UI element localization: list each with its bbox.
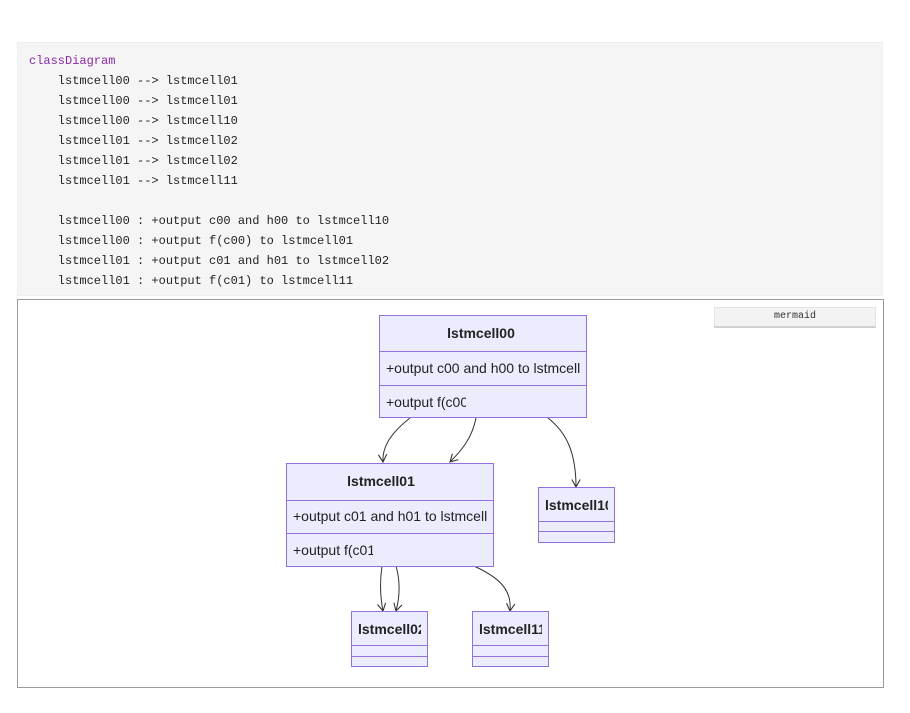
code-line: lstmcell01 --> lstmcell02 bbox=[29, 134, 238, 148]
code-line: lstmcell00 --> lstmcell01 bbox=[29, 74, 238, 88]
class-member: +output f(c00) to lstmcell01 bbox=[386, 394, 466, 410]
mermaid-badge[interactable]: mermaid bbox=[714, 307, 876, 328]
code-line: lstmcell00 --> lstmcell10 bbox=[29, 114, 238, 128]
class-lstmcell02[interactable]: lstmcell02 bbox=[351, 611, 428, 667]
class-lstmcell11[interactable]: lstmcell11 bbox=[472, 611, 549, 667]
divider bbox=[539, 531, 614, 532]
class-member: +output c01 and h01 to lstmcell02 bbox=[293, 508, 487, 524]
code-line: lstmcell01 : +output f(c01) to lstmcell1… bbox=[29, 274, 354, 288]
code-line: lstmcell00 --> lstmcell01 bbox=[29, 94, 238, 108]
class-title: lstmcell02 bbox=[358, 621, 421, 637]
code-line: lstmcell00 : +output f(c00) to lstmcell0… bbox=[29, 234, 354, 248]
code-line: lstmcell01 : +output c01 and h01 to lstm… bbox=[29, 254, 390, 268]
class-lstmcell01[interactable]: lstmcell01 +output c01 and h01 to lstmce… bbox=[286, 463, 494, 567]
edge-lstmcell01-lstmcell11 bbox=[473, 565, 516, 613]
divider bbox=[352, 645, 427, 646]
divider bbox=[287, 533, 493, 534]
divider bbox=[287, 500, 493, 501]
edge-lstmcell01-lstmcell02-b bbox=[393, 565, 403, 613]
divider bbox=[380, 351, 586, 352]
class-member: +output c00 and h00 to lstmcell10 bbox=[386, 360, 580, 376]
code-block: classDiagram lstmcell00 --> lstmcell01 l… bbox=[17, 42, 883, 296]
class-lstmcell10[interactable]: lstmcell10 bbox=[538, 487, 615, 543]
divider bbox=[380, 385, 586, 386]
class-title: lstmcell01 bbox=[347, 473, 415, 489]
code-line: lstmcell01 --> lstmcell11 bbox=[29, 174, 238, 188]
divider bbox=[352, 656, 427, 657]
code-line: lstmcell00 : +output c00 and h00 to lstm… bbox=[29, 214, 390, 228]
edge-lstmcell00-lstmcell01-b bbox=[449, 417, 477, 463]
edge-lstmcell00-lstmcell01-a bbox=[377, 417, 411, 464]
code-keyword: classDiagram bbox=[29, 54, 116, 68]
divider bbox=[473, 645, 548, 646]
class-title: lstmcell00 bbox=[447, 325, 515, 341]
class-member: +output f(c01) to lstmcell11 bbox=[293, 542, 373, 558]
divider bbox=[539, 521, 614, 522]
edge-lstmcell00-lstmcell10 bbox=[547, 417, 581, 489]
class-title: lstmcell11 bbox=[479, 621, 542, 637]
class-title: lstmcell10 bbox=[545, 497, 608, 513]
class-lstmcell00[interactable]: lstmcell00 +output c00 and h00 to lstmce… bbox=[379, 315, 587, 418]
edge-lstmcell01-lstmcell02-a bbox=[377, 565, 387, 613]
divider bbox=[473, 656, 548, 657]
code-line: lstmcell01 --> lstmcell02 bbox=[29, 154, 238, 168]
